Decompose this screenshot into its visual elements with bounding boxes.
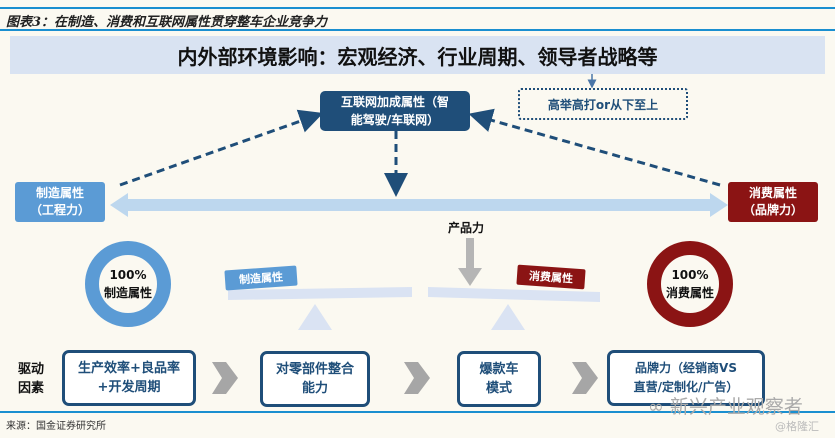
top-rule bbox=[0, 7, 835, 9]
driver-line1: 对零部件整合 bbox=[275, 362, 354, 377]
right-attr-line2: （品牌力） bbox=[742, 203, 803, 217]
title-rule bbox=[0, 29, 835, 31]
watermark-wechat: ∞ 新兴产业观察者 bbox=[648, 392, 803, 419]
driver-box: 爆款车模式 bbox=[457, 351, 541, 407]
drivers-label: 驱动因素 bbox=[18, 360, 44, 398]
approach-box: 高举高打or从下至上 bbox=[518, 88, 688, 120]
double-arrow-band bbox=[110, 193, 728, 217]
internet-attribute-box: 互联网加成属性（智能驾驶/车联网） bbox=[320, 91, 470, 131]
right-donut-percent: 100% bbox=[671, 268, 709, 282]
left-fulcrum bbox=[298, 304, 332, 330]
driver-line2: 直营/定制化/广告） bbox=[633, 380, 739, 394]
dashed-arrow-right bbox=[468, 108, 721, 187]
drivers-label-line2: 因素 bbox=[18, 381, 45, 396]
flow-arrows bbox=[212, 362, 598, 394]
left-donut-percent: 100% bbox=[109, 268, 147, 282]
right-attr-line1: 消费属性 bbox=[748, 186, 797, 200]
driver-box: 生产效率+良品率 +开发周期 bbox=[62, 350, 196, 406]
driver-line2: +开发周期 bbox=[97, 380, 161, 395]
left-donut-label: 100% 制造属性 bbox=[86, 266, 170, 302]
bottom-rule bbox=[0, 411, 835, 413]
driver-box: 品牌力（经销商VS 直营/定制化/广告） bbox=[607, 350, 765, 406]
right-donut-label: 100% 消费属性 bbox=[648, 266, 732, 302]
wechat-icon: ∞ bbox=[648, 396, 670, 418]
watermark-gelonghui: @格隆汇 bbox=[775, 420, 819, 433]
right-seesaw-plank bbox=[428, 287, 600, 302]
right-donut bbox=[647, 241, 733, 327]
driver-line2: 能力 bbox=[301, 381, 328, 396]
manufacturing-attribute-box: 制造属性 （工程力） bbox=[15, 182, 105, 222]
internet-line2: 能驾驶/车联网） bbox=[350, 113, 440, 127]
right-fulcrum bbox=[491, 304, 525, 330]
product-power-label: 产品力 bbox=[448, 221, 485, 235]
driver-line1: 生产效率+良品率 bbox=[78, 361, 180, 376]
dashed-arrow-left bbox=[119, 109, 324, 187]
internet-line1: 互联网加成属性（智 bbox=[340, 95, 449, 109]
left-seesaw-plank bbox=[228, 287, 412, 300]
right-donut-text: 消费属性 bbox=[665, 286, 714, 300]
driver-line2: 模式 bbox=[485, 381, 512, 396]
drivers-label-line1: 驱动 bbox=[18, 362, 45, 377]
driver-line1: 品牌力（经销商VS bbox=[635, 361, 737, 375]
left-attr-line2: （工程力） bbox=[29, 203, 90, 217]
environment-banner: 内外部环境影响：宏观经济、行业周期、领导者战略等 bbox=[10, 36, 825, 74]
consumer-attribute-box: 消费属性 （品牌力） bbox=[728, 182, 818, 222]
watermark-text: 新兴产业观察者 bbox=[669, 396, 803, 418]
driver-box: 对零部件整合能力 bbox=[260, 351, 370, 407]
left-attr-line1: 制造属性 bbox=[35, 186, 84, 200]
left-donut bbox=[85, 241, 171, 327]
driver-line1: 爆款车 bbox=[479, 362, 519, 377]
source-note: 来源：国金证券研究所 bbox=[6, 421, 106, 432]
down-arrow-icon bbox=[458, 268, 482, 286]
left-donut-text: 制造属性 bbox=[103, 286, 152, 300]
figure-title: 图表3：在制造、消费和互联网属性贯穿整车企业竞争力 bbox=[6, 15, 328, 30]
